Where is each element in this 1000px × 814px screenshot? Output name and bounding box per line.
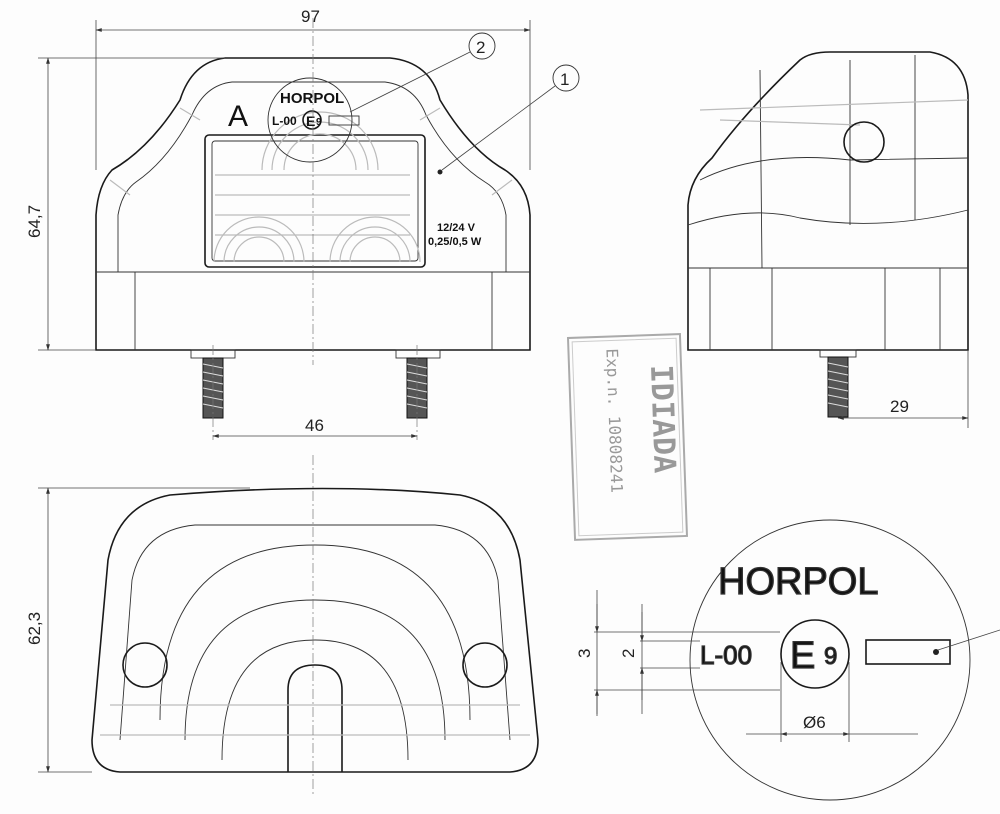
rating-voltage: 12/24 V [437,222,476,234]
top-view: 62,3 [25,455,539,795]
dimension-97-label: 97 [301,7,320,26]
variant-letter: A [228,100,248,133]
front-approval-mark: E [306,113,315,129]
dimension-46-label: 46 [305,416,324,435]
dimension-height-front: 64,7 [25,57,225,351]
side-view: 29 [687,51,969,428]
dimension-width: 97 [95,7,531,170]
front-bolts [190,349,441,419]
callout-1-label: 1 [560,70,569,89]
dimension-64-7-label: 64,7 [25,205,44,238]
detail-approval-code: L-00 [700,640,752,670]
rating-power: 0,25/0,5 W [428,236,482,248]
front-brand: HORPOL [280,90,344,107]
stamp-reference: Exp.n. 10808241 [602,348,626,493]
dimension-dia-6-label: Ø6 [803,713,826,732]
idiada-stamp: IDIADA Exp.n. 10808241 [566,333,689,541]
dimension-62-3-label: 62,3 [25,612,44,645]
detail-approval-mark-number: 9 [824,643,837,670]
stamp-name: IDIADA [643,364,682,474]
dimension-2-label: 2 [619,649,638,658]
callout-2-label: 2 [476,38,485,57]
front-view: A HORPOL L-00 E 9 12/24 V 0,25/0,5 W [95,18,531,440]
detail-brand: HORPOL [718,561,878,603]
front-approval-code: L-00 [272,114,297,128]
detail-approval-mark: E [790,635,815,677]
callout-2: 2 [349,32,496,113]
detail-view: HORPOL L-00 E 9 3 2 Ø6 [575,519,1000,801]
dimension-bolt-spacing: 46 [212,416,418,438]
callout-1: 1 [441,64,580,171]
front-approval-mark-number: 9 [316,117,322,128]
dimension-3-label: 3 [575,649,594,658]
dimension-29-label: 29 [890,397,909,416]
